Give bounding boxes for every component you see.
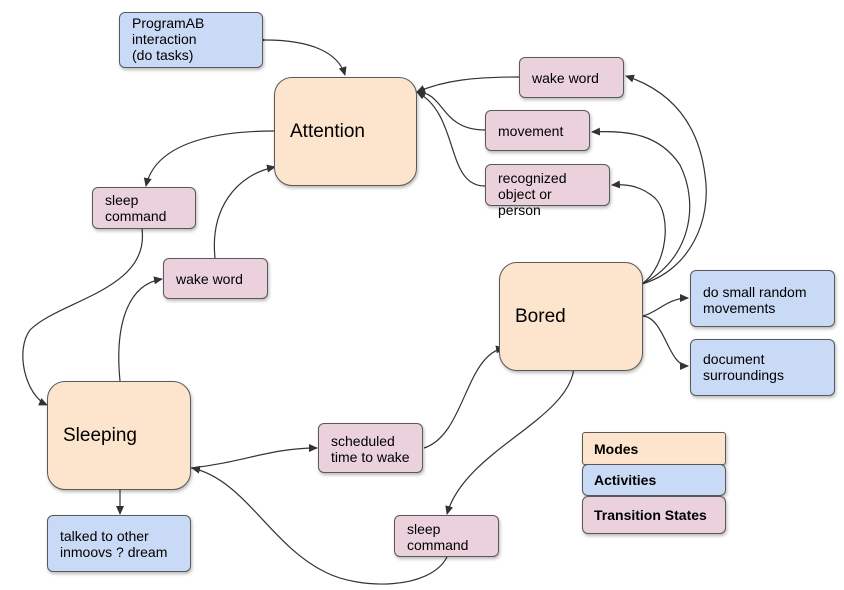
sleeping-mode-box: Sleeping (47, 381, 191, 490)
programab-activity-box: ProgramAB interaction (do tasks) (119, 12, 263, 68)
edge-bored-sleepcmd (445, 366, 575, 515)
edge-bored-smallmovements (642, 294, 689, 317)
edge-attention-sleepcmd (143, 130, 275, 187)
edge-sleeping-wakeword (118, 276, 163, 382)
movement-transition: movement (485, 110, 590, 151)
wake-word-transition-top: wake word (519, 57, 624, 98)
legend-transition-states: Transition States (582, 496, 726, 534)
sleep-command-transition-bottom: sleep command (394, 515, 499, 557)
sleep-command-transition-left: sleep command (92, 187, 196, 229)
edge-bored-document (642, 315, 689, 370)
legend-modes: Modes (582, 432, 726, 465)
edge-wakeword-top-attention (416, 76, 520, 93)
edge-scheduled-bored (423, 345, 505, 449)
edge-movement-attention (416, 88, 486, 131)
scheduled-wake-transition: scheduled time to wake (318, 423, 423, 473)
edge-sleepcmd-sleeping (22, 228, 143, 406)
attention-mode-box: Attention (274, 77, 417, 186)
wake-word-transition-left: wake word (163, 258, 268, 299)
edge-bored-recognized (611, 180, 666, 285)
edge-programab-attention (256, 35, 347, 76)
document-surroundings-activity-box: document surroundings (690, 339, 835, 396)
edge-bored-movement (591, 127, 691, 285)
edge-wakeword-attention (213, 164, 276, 259)
dream-activity-box: talked to other inmoovs ? dream (47, 515, 191, 572)
edge-sleepcmd-sleeping (191, 465, 448, 585)
edge-sleeping-scheduled (182, 444, 318, 473)
edge-bored-wakeword (625, 74, 707, 285)
small-movements-activity-box: do small random movements (690, 270, 835, 327)
bored-mode-box: Bored (499, 262, 643, 371)
legend-activities: Activities (582, 464, 726, 496)
recognized-object-transition: recognized object or person (485, 164, 610, 218)
edge-recognized-attention (416, 91, 486, 187)
